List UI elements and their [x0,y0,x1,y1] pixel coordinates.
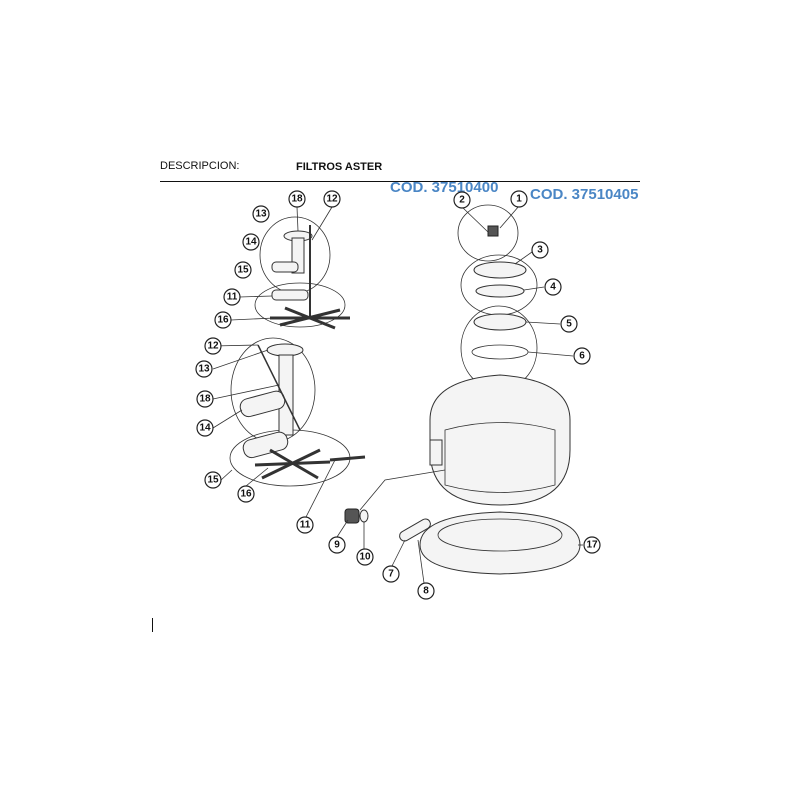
callout-11-bottom: 11 [296,516,314,534]
product-code-2: COD. 37510405 [530,186,639,203]
svg-text:10: 10 [359,552,371,563]
callout-3: 3 [531,241,549,259]
svg-text:4: 4 [550,282,556,293]
svg-text:18: 18 [291,194,303,205]
margin-mark [152,618,153,632]
filter-tank [429,374,571,506]
callout-12-top: 12 [323,190,341,208]
product-code-1: COD. 37510400 [390,179,499,196]
tank-lid-parts [471,225,529,360]
svg-text:12: 12 [207,341,219,352]
callout-14-top: 14 [242,233,260,251]
callout-17: 17 [583,536,601,554]
svg-text:7: 7 [388,569,394,580]
callout-13-top: 13 [252,205,270,223]
svg-text:18: 18 [199,394,211,405]
svg-text:5: 5 [566,319,572,330]
callout-18-top: 18 [288,190,306,208]
internal-assembly-large [239,343,366,480]
callout-7: 7 [382,565,400,583]
svg-text:14: 14 [199,423,211,434]
callout-15-bottom: 15 [204,471,222,489]
svg-text:15: 15 [237,265,249,276]
callout-6: 6 [573,347,591,365]
callout-15-top: 15 [234,261,252,279]
callout-16-bottom: 16 [237,485,255,503]
svg-text:15: 15 [207,475,219,486]
svg-text:6: 6 [579,351,585,362]
svg-text:8: 8 [423,586,429,597]
callout-5: 5 [560,315,578,333]
callout-2: 2 [453,191,471,209]
callout-14-mid: 14 [196,419,214,437]
leader-lines [212,205,583,584]
callout-1: 1 [510,190,528,208]
svg-text:3: 3 [537,245,543,256]
callout-18-mid: 18 [196,390,214,408]
callout-12-mid: 12 [204,337,222,355]
callout-4: 4 [544,278,562,296]
svg-text:12: 12 [326,194,338,205]
svg-text:2: 2 [459,195,465,206]
svg-text:9: 9 [334,540,340,551]
callout-9: 9 [328,536,346,554]
svg-text:11: 11 [227,292,238,303]
product-name: FILTROS ASTER [296,161,383,173]
tank-base [419,511,581,575]
callout-10: 10 [356,548,374,566]
svg-text:11: 11 [300,520,311,531]
callout-11-top: 11 [223,288,241,306]
description-label: DESCRIPCION: [160,160,240,172]
svg-text:14: 14 [245,237,257,248]
callout-13-mid: 13 [195,360,213,378]
drain-parts [344,469,446,542]
svg-text:16: 16 [217,315,229,326]
svg-text:16: 16 [240,489,252,500]
svg-text:13: 13 [198,364,210,375]
callout-8: 8 [417,582,435,600]
svg-text:17: 17 [586,540,598,551]
callout-16-top: 16 [214,311,232,329]
internal-assembly-small [270,225,350,330]
svg-text:1: 1 [516,194,522,205]
svg-text:13: 13 [255,209,267,220]
header-divider [160,181,640,182]
